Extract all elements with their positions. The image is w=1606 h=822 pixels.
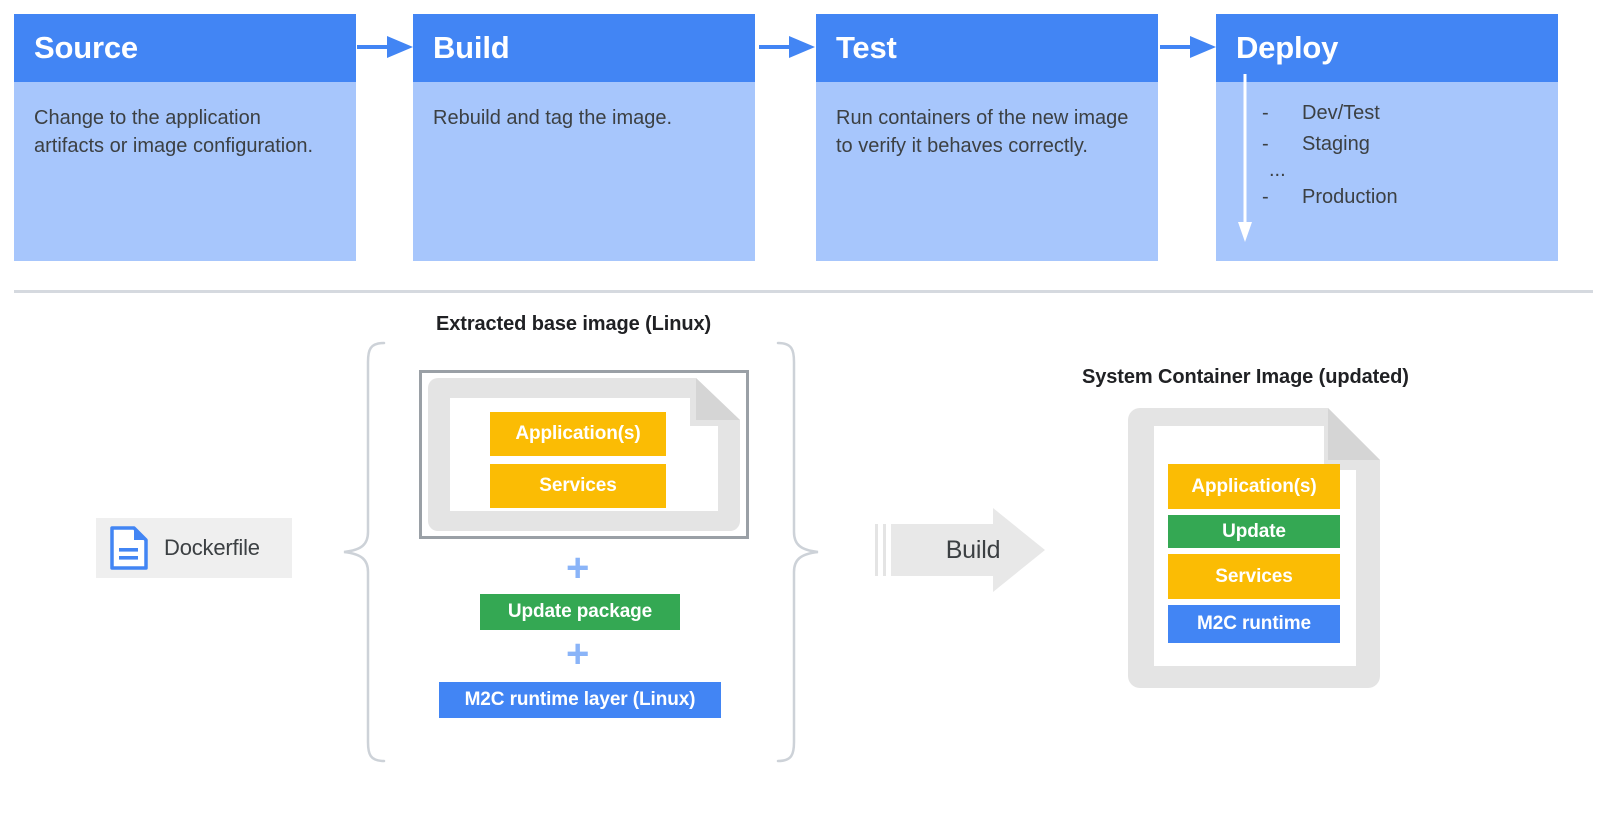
layer-label: Services	[539, 475, 617, 496]
result-container-document-icon	[1128, 408, 1380, 693]
connector-arrow-source-build	[357, 33, 415, 61]
layer-label: Application(s)	[1191, 475, 1317, 497]
layer-label: Update package	[507, 601, 653, 622]
list-label: Staging	[1302, 133, 1370, 155]
list-label: Dev/Test	[1302, 102, 1380, 124]
connector-arrow-build-test	[759, 33, 817, 61]
base-image-document-icon	[428, 378, 740, 536]
base-layer-applications: Application(s)	[490, 412, 666, 456]
layer-label: M2C runtime layer (Linux)	[464, 689, 696, 710]
card-body-deploy: - Dev/Test - Staging ... - Production	[1216, 74, 1558, 261]
plus-icon-1: +	[566, 546, 590, 590]
result-layer-services: Services	[1168, 554, 1340, 599]
extracted-base-image-label: Extracted base image (Linux)	[436, 313, 712, 335]
result-layer-applications: Application(s)	[1168, 464, 1340, 509]
section-divider	[14, 290, 1593, 293]
deploy-down-arrow-icon	[1236, 74, 1254, 244]
layer-label: Update	[1222, 520, 1286, 542]
build-arrow-shape	[875, 508, 1045, 592]
dockerfile-chip[interactable]: Dockerfile	[96, 518, 292, 578]
card-body-test: Run containers of the new image to verif…	[816, 82, 1158, 261]
card-title-deploy: Deploy	[1216, 14, 1558, 82]
list-marker: -	[1262, 186, 1269, 208]
base-layer-services: Services	[490, 464, 666, 508]
list-item-ellipsis: ...	[1236, 160, 1538, 182]
card-title-test: Test	[816, 14, 1158, 82]
list-item: - Dev/Test	[1236, 98, 1538, 129]
layer-label: Services	[1215, 565, 1293, 587]
result-layer-m2c-runtime: M2C runtime	[1168, 605, 1340, 643]
layer-label: M2C runtime	[1197, 613, 1311, 634]
list-marker: ...	[1269, 159, 1286, 181]
layer-label: Application(s)	[515, 423, 641, 444]
right-curly-brace	[776, 340, 822, 769]
deploy-environment-list: - Dev/Test - Staging ... - Production	[1236, 98, 1538, 213]
added-layer-m2c-runtime: M2C runtime layer (Linux)	[439, 682, 721, 718]
list-item: - Production	[1236, 182, 1538, 213]
result-layer-update: Update	[1168, 515, 1340, 548]
pipeline-card-source[interactable]: Source Change to the application artifac…	[14, 14, 356, 261]
list-marker: -	[1262, 102, 1269, 124]
added-layer-update-package: Update package	[480, 594, 680, 630]
build-arrow-label: Build	[945, 535, 1001, 564]
card-title-build: Build	[413, 14, 755, 82]
connector-arrow-test-deploy	[1160, 33, 1218, 61]
list-marker: -	[1262, 133, 1269, 155]
dockerfile-label: Dockerfile	[164, 535, 260, 560]
list-item: - Staging	[1236, 129, 1538, 160]
plus-icon-2: +	[566, 632, 590, 676]
card-title-source: Source	[14, 14, 356, 82]
card-body-build: Rebuild and tag the image.	[413, 82, 755, 261]
card-body-source: Change to the application artifacts or i…	[14, 82, 356, 261]
system-container-image-label: System Container Image (updated)	[1082, 366, 1409, 388]
file-icon	[110, 526, 148, 570]
pipeline-card-deploy[interactable]: Deploy - Dev/Test - Staging ... - Pr	[1216, 14, 1558, 261]
pipeline-card-test[interactable]: Test Run containers of the new image to …	[816, 14, 1158, 261]
left-curly-brace	[340, 340, 386, 769]
list-label: Production	[1302, 186, 1398, 208]
pipeline-card-build[interactable]: Build Rebuild and tag the image.	[413, 14, 755, 261]
